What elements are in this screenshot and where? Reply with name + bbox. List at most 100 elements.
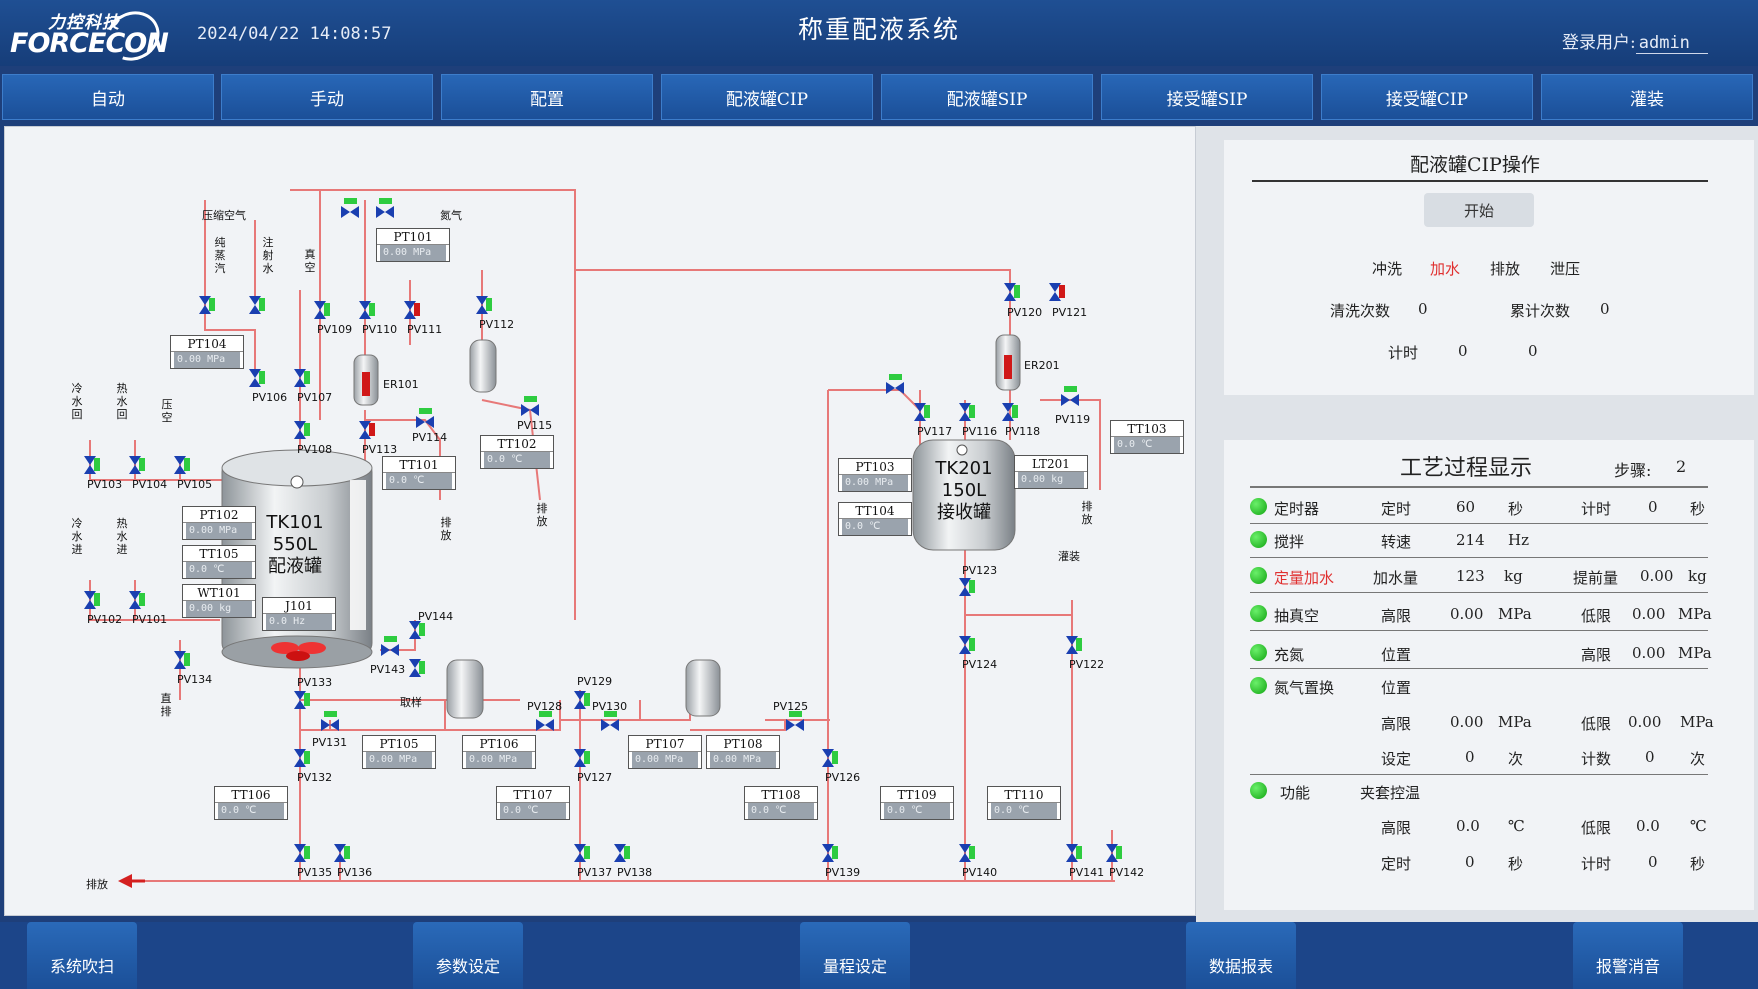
label-pv133: PV133 xyxy=(297,676,333,689)
funcsub1-u1: 秒 xyxy=(1508,855,1524,873)
inst-value: 0.00 MPa xyxy=(366,752,432,768)
timer-indicator xyxy=(1250,498,1267,515)
label-drain-1: 排放 xyxy=(440,516,452,542)
inst-value: 0.00 MPa xyxy=(632,752,698,768)
tab-config[interactable]: 配置 xyxy=(441,74,653,120)
label-drain-main: 排放 xyxy=(86,878,108,891)
tab-manual[interactable]: 手动 xyxy=(221,74,433,120)
cip-timer-b: 0 xyxy=(1528,342,1538,360)
inst-value: 0.00 MPa xyxy=(380,245,446,261)
row-vacuum-v2: 0.00 xyxy=(1632,605,1666,623)
range-settings-button[interactable]: 量程设定 xyxy=(800,922,910,989)
tank2-volume: 150L xyxy=(941,480,987,501)
inst-tag: TT108 xyxy=(745,787,817,803)
label-pv136: PV136 xyxy=(337,866,373,879)
filter-er101 xyxy=(353,354,379,406)
total-count-value: 0 xyxy=(1600,300,1610,318)
label-pv120: PV120 xyxy=(1007,306,1043,319)
row-addwater-c2: 提前量 xyxy=(1573,569,1619,587)
label-pv140: PV140 xyxy=(962,866,998,879)
tab-mix-sip[interactable]: 配液罐SIP xyxy=(881,74,1093,120)
label-er101: ER101 xyxy=(383,378,419,391)
tab-auto[interactable]: 自动 xyxy=(2,74,214,120)
tab-recv-sip[interactable]: 接受罐SIP xyxy=(1101,74,1313,120)
alarm-silence-button[interactable]: 报警消音 xyxy=(1573,922,1683,989)
label-pv119: PV119 xyxy=(1055,413,1091,426)
funcsub0-c2: 低限 xyxy=(1581,819,1612,837)
cip-title-divider xyxy=(1252,180,1708,182)
inst-tag: TT105 xyxy=(183,546,255,562)
pid-diagram xyxy=(84,189,1122,888)
inst-tag: TT109 xyxy=(881,787,953,803)
label-pv123: PV123 xyxy=(962,564,998,577)
inst-tag: TT101 xyxy=(383,457,455,473)
row-n2fill-c2: 高限 xyxy=(1581,646,1612,664)
inst-value: 0.0 ℃ xyxy=(884,803,950,819)
main-nav: 自动 手动 配置 配液罐CIP 配液罐SIP 接受罐SIP 接受罐CIP 灌装 xyxy=(0,74,1758,122)
label-pv107: PV107 xyxy=(297,391,333,404)
login-user: 登录用户:admin xyxy=(1562,28,1708,54)
tab-filling[interactable]: 灌装 xyxy=(1541,74,1753,120)
n2sub0-c2: 低限 xyxy=(1581,715,1612,733)
cip-step-flush[interactable]: 冲洗 xyxy=(1372,260,1403,278)
row-stir-v1: 214 xyxy=(1456,531,1485,549)
tank-tk201[interactable] xyxy=(912,439,1016,551)
label-pv122: PV122 xyxy=(1069,658,1105,671)
funcsub0-u1: ℃ xyxy=(1508,817,1525,835)
n2-fill-indicator xyxy=(1250,644,1267,661)
cip-start-button[interactable]: 开始 xyxy=(1424,193,1534,227)
process-panel-title: 工艺过程显示 xyxy=(1400,456,1533,481)
row-divider xyxy=(1250,592,1708,593)
cip-step-depressurize[interactable]: 泄压 xyxy=(1550,260,1581,278)
row-n2fill-v2: 0.00 xyxy=(1632,644,1666,662)
row-stir-u1: Hz xyxy=(1508,531,1529,549)
row-function-mode: 夹套控温 xyxy=(1360,784,1421,802)
cip-step-add-water[interactable]: 加水 xyxy=(1430,260,1461,278)
inst-value: 0.00 MPa xyxy=(174,352,240,368)
inst-tag: TT102 xyxy=(481,436,553,452)
label-pv143: PV143 xyxy=(370,663,406,676)
label-pv132: PV132 xyxy=(297,771,333,784)
param-settings-button[interactable]: 参数设定 xyxy=(413,922,523,989)
tab-recv-cip[interactable]: 接受罐CIP xyxy=(1321,74,1533,120)
drain-arrow-icon xyxy=(118,874,132,888)
system-purge-button[interactable]: 系统吹扫 xyxy=(27,922,137,989)
row-addwater-u1: kg xyxy=(1504,567,1523,585)
tank1-name: 配液罐 xyxy=(268,556,322,577)
tab-mix-cip[interactable]: 配液罐CIP xyxy=(661,74,873,120)
agitator-icon xyxy=(271,642,326,661)
data-report-button[interactable]: 数据报表 xyxy=(1186,922,1296,989)
cip-step-drain[interactable]: 排放 xyxy=(1490,260,1521,278)
n2sub0-v1: 0.00 xyxy=(1450,713,1484,731)
function-indicator xyxy=(1250,782,1267,799)
row-n2fill-u2: MPa xyxy=(1678,644,1712,662)
datetime-display: 2024/04/22 14:08:57 xyxy=(197,24,392,44)
row-n2replace-name: 氮气置换 xyxy=(1274,679,1335,697)
label-pv138: PV138 xyxy=(617,866,653,879)
tank1-volume: 550L xyxy=(272,534,318,555)
valves[interactable] xyxy=(84,198,1122,862)
total-count-label: 累计次数 xyxy=(1510,302,1571,320)
n2sub0-v2: 0.00 xyxy=(1628,713,1662,731)
